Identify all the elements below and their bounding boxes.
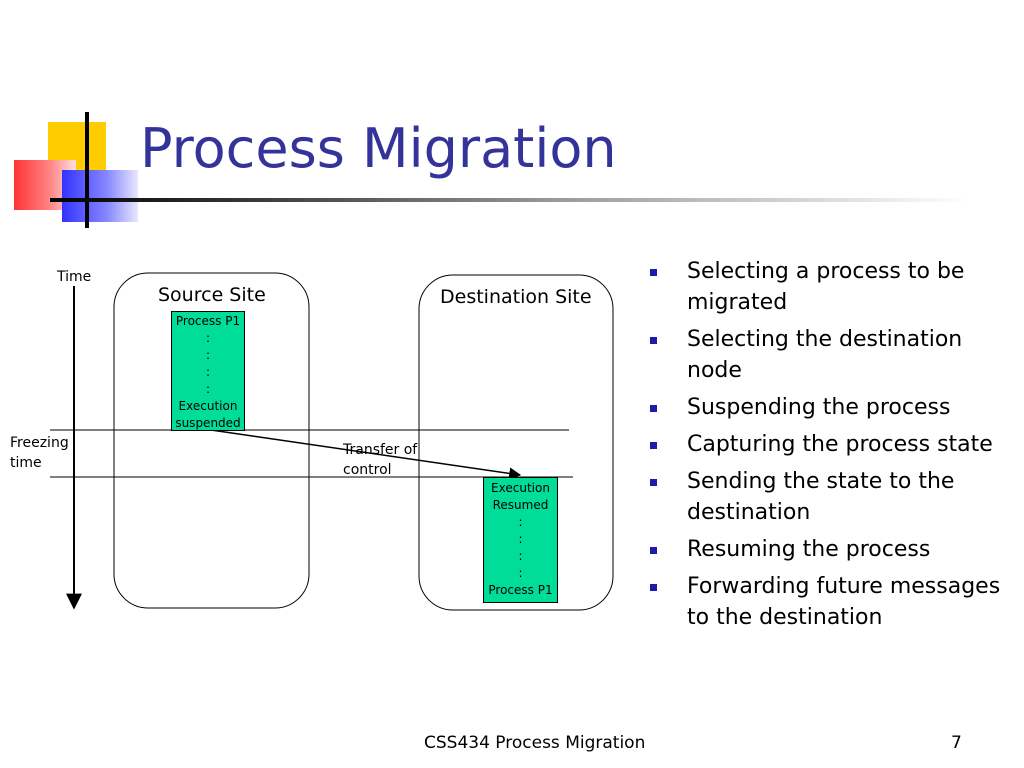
bullet-text: Suspending the process [687, 395, 951, 420]
square-bullet-icon [650, 337, 657, 344]
bullet-item: Capturing the process state [650, 429, 1020, 460]
transfer-label-line2: control [343, 462, 392, 478]
destination-process-box: Execution Resumed : : : : Process P1 [483, 477, 558, 603]
square-bullet-icon [650, 405, 657, 412]
bullet-item: Resuming the process [650, 534, 1020, 565]
dest-process-line: Process P1 [488, 583, 553, 597]
decor-blue-square [62, 170, 138, 222]
bullet-text: Forwarding future messages to the destin… [687, 574, 1001, 630]
slide-title: Process Migration [140, 117, 617, 180]
square-bullet-icon [650, 547, 657, 554]
source-process-line: : [205, 348, 211, 362]
transfer-arrow [210, 429, 522, 480]
bullet-text: Capturing the process state [687, 432, 993, 457]
source-process-line: Process P1 [175, 314, 241, 328]
bullet-item: Suspending the process [650, 392, 1020, 423]
square-bullet-icon [650, 442, 657, 449]
dest-process-line: : [518, 549, 523, 563]
source-process-line: : [205, 331, 211, 345]
bullet-text: Resuming the process [687, 537, 931, 562]
dest-process-line: : [518, 566, 523, 580]
bullet-item: Selecting a process to be migrated [650, 256, 1020, 318]
source-site-box [113, 272, 310, 609]
source-process-line: Execution [178, 399, 238, 413]
bullet-item: Sending the state to the destination [650, 466, 1020, 528]
bullet-text: Selecting the destination node [687, 327, 963, 383]
bullet-item: Forwarding future messages to the destin… [650, 571, 1020, 633]
dest-process-line: : [518, 532, 523, 546]
destination-site-label: Destination Site [440, 286, 592, 308]
source-site-label: Source Site [158, 284, 266, 306]
footer-text: CSS434 Process Migration [424, 733, 646, 753]
source-process-line: : [205, 382, 211, 396]
source-process-line: : [205, 365, 211, 379]
square-bullet-icon [650, 584, 657, 591]
source-process-box: Process P1 : : : : Execution suspended [171, 311, 245, 431]
freezing-time-label-line1: Freezing [10, 435, 69, 451]
freezing-time-label-line2: time [10, 455, 42, 471]
bullet-list: Selecting a process to be migrated Selec… [650, 256, 1020, 639]
destination-site-box [418, 274, 614, 611]
bullet-text: Selecting a process to be migrated [687, 259, 965, 315]
bullet-text: Sending the state to the destination [687, 469, 955, 525]
dest-process-line: Resumed [492, 498, 549, 512]
time-label: Time [57, 269, 92, 285]
dest-process-line: : [518, 515, 523, 529]
square-bullet-icon [650, 479, 657, 486]
title-underline [50, 198, 970, 202]
dest-process-line: Execution [491, 481, 550, 495]
transfer-label-line1: Transfer of [343, 442, 418, 458]
source-process-line: suspended [175, 416, 241, 430]
square-bullet-icon [650, 269, 657, 276]
page-number: 7 [951, 733, 962, 753]
bullet-item: Selecting the destination node [650, 324, 1020, 386]
decor-vertical-line [85, 112, 89, 228]
